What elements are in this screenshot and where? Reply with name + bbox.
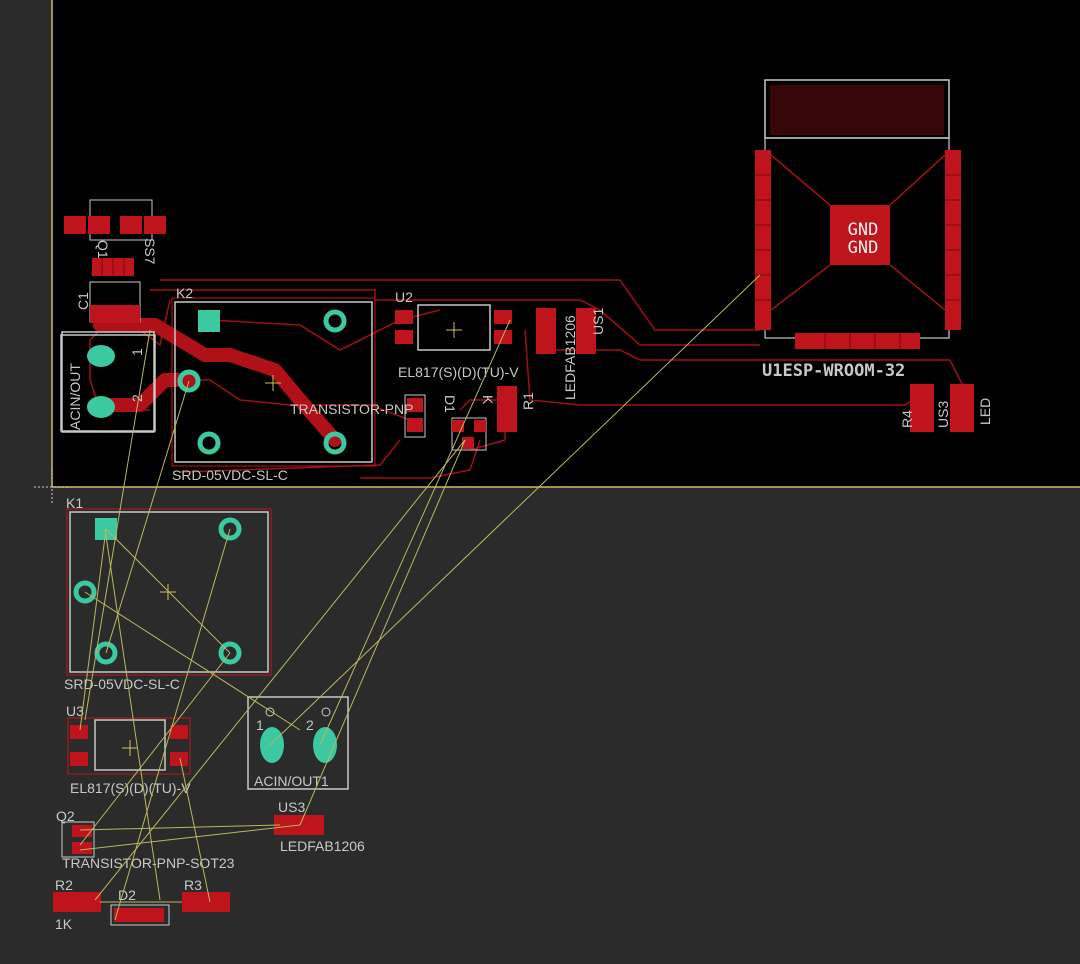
k1-value: SRD-05VDC-SL-C: [64, 676, 180, 692]
d2-diode[interactable]: D2: [110, 887, 170, 926]
q1-ref: Q1: [95, 240, 111, 259]
led-fab-board[interactable]: LEDFAB1206 US1: [536, 308, 606, 400]
acin1-pin2[interactable]: [313, 727, 337, 763]
us3-value: LEDFAB1206: [280, 838, 365, 854]
ss7-ref: SS7: [142, 238, 158, 265]
ac-board-pin2: 2: [129, 394, 145, 402]
led-board[interactable]: US3 LED: [935, 384, 993, 432]
acin1-value: ACIN/OUT1: [254, 773, 329, 789]
q1-transistor[interactable]: Q1 SS7: [64, 199, 166, 276]
r2-resistor[interactable]: R2 1K: [53, 877, 101, 932]
k-tiny-ref: K: [480, 395, 496, 405]
ac-terminal-board[interactable]: [60, 334, 156, 432]
ac-board-pin1: 1: [129, 348, 145, 356]
u3-ref: U3: [66, 703, 84, 719]
d2-ref: D2: [118, 887, 136, 903]
ac-pin2[interactable]: [87, 396, 115, 418]
led-value: LED: [977, 398, 993, 425]
us-ref: US3: [935, 401, 951, 428]
optocoupler-u3[interactable]: U3 EL817(S)(D)(TU)-V: [66, 703, 191, 796]
esp-module[interactable]: GND GND U1ESP-WROOM-32: [755, 79, 961, 381]
q2-transistor[interactable]: Q2 TRANSISTOR-PNP-SOT23: [56, 808, 235, 871]
acin1-pin1[interactable]: [260, 727, 284, 763]
ledfab-value: LEDFAB1206: [562, 315, 578, 400]
c1-ref: C1: [75, 292, 91, 310]
gnd-label-2: GND: [848, 238, 879, 258]
c1-capacitor[interactable]: C1: [75, 281, 141, 323]
r2-ref: R2: [55, 877, 73, 893]
r4-resistor[interactable]: R4: [899, 384, 934, 432]
q2-ref: Q2: [56, 808, 75, 824]
r3-ref: R3: [184, 877, 202, 893]
r4-ref: R4: [899, 410, 915, 428]
optocoupler-u2[interactable]: U2 EL817(S)(D)(TU)-V: [395, 289, 519, 380]
u2-value: EL817(S)(D)(TU)-V: [398, 364, 519, 380]
k1-ref: K1: [66, 495, 83, 511]
r2-value: 1K: [55, 916, 73, 932]
d1-diode[interactable]: D1: [404, 394, 458, 438]
airwires: [79, 274, 761, 921]
ac-pin1[interactable]: [87, 345, 115, 367]
acin1-pin1-label: 1: [256, 717, 264, 733]
k2-value: SRD-05VDC-SL-C: [172, 467, 288, 483]
gnd-label-1: GND: [848, 220, 879, 240]
u3-value: EL817(S)(D)(TU)-V: [70, 780, 191, 796]
r1-ref: R1: [520, 392, 536, 410]
u2-ref: U2: [395, 289, 413, 305]
transistor-value: TRANSISTOR-PNP: [290, 401, 413, 417]
relay-k1[interactable]: K1 SRD-05VDC-SL-C: [64, 495, 272, 692]
q2-value: TRANSISTOR-PNP-SOT23: [62, 855, 235, 871]
r3-resistor[interactable]: R3: [182, 877, 230, 912]
r1-resistor[interactable]: R1: [497, 386, 536, 432]
origin-marker: [34, 469, 70, 505]
acin1-pin2-label: 2: [306, 717, 314, 733]
ac-terminal-loose[interactable]: 1 2 ACIN/OUT1: [247, 696, 349, 790]
esp-name: U1ESP-WROOM-32: [762, 361, 905, 381]
thick-trace: [93, 318, 342, 447]
us1-ref: US1: [590, 308, 606, 335]
us3-ref: US3: [278, 799, 305, 815]
k2-ref: K2: [176, 285, 193, 301]
d1-ref: D1: [442, 395, 458, 413]
relay-k2[interactable]: K2 SRD-05VDC-SL-C: [171, 285, 376, 483]
ac-board-value: ACIN/OUT: [67, 363, 83, 430]
gnd-pad[interactable]: [830, 205, 890, 265]
board-area: [52, 0, 1080, 487]
